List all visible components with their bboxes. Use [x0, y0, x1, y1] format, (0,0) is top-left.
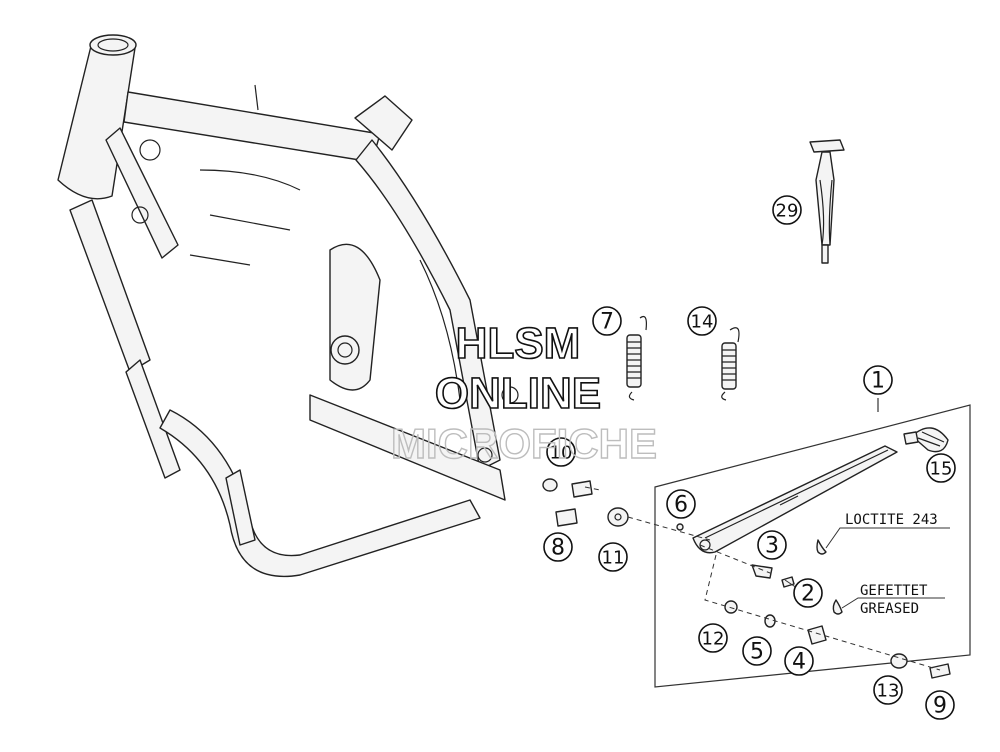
svg-text:1: 1 [871, 369, 885, 394]
down-tube [69, 199, 151, 373]
callout-2: 2 [793, 578, 823, 608]
part-10-ring [542, 478, 558, 492]
svg-text:12: 12 [702, 629, 725, 650]
callout-10: 10 [546, 437, 576, 467]
frame [57, 34, 519, 578]
callout-5: 5 [742, 636, 772, 666]
assembly-lines [584, 486, 941, 671]
part-8-bushing [555, 508, 578, 527]
part-15-foot [903, 427, 949, 453]
steering-head-top [89, 34, 137, 56]
svg-text:8: 8 [551, 536, 565, 561]
loose-parts [542, 478, 629, 527]
front-downtube-upper [105, 127, 179, 259]
note-greased: GREASED [860, 601, 919, 617]
callout-3: 3 [757, 530, 787, 560]
note-loctite: LOCTITE 243 [845, 512, 938, 528]
rear-loop [309, 394, 506, 501]
note-gefettet: GEFETTET [860, 583, 928, 599]
svg-text:14: 14 [691, 312, 714, 333]
svg-text:10: 10 [550, 443, 573, 464]
swingarm-plate [329, 243, 381, 391]
callout-9: 9 [925, 690, 955, 720]
assembly-box [654, 398, 971, 688]
svg-text:5: 5 [750, 640, 764, 665]
callout-12: 12 [698, 623, 728, 653]
svg-text:29: 29 [776, 201, 799, 222]
svg-text:3: 3 [765, 534, 779, 559]
svg-text:6: 6 [674, 493, 688, 518]
spring-14 [721, 327, 740, 401]
callout-6: 6 [666, 489, 696, 519]
part-12-oring [724, 600, 738, 614]
watermark-line3: MICROFICHE [391, 420, 657, 467]
top-bracket [354, 95, 413, 151]
callout-4: 4 [784, 646, 814, 676]
svg-text:4: 4 [792, 650, 806, 675]
svg-text:15: 15 [930, 459, 953, 480]
part-4-bushing [807, 625, 827, 645]
part-13-nut [890, 653, 908, 669]
part-3-bracket [751, 564, 773, 579]
loctite-drop [816, 539, 827, 555]
callout-29: 29 [772, 195, 802, 225]
callout-14: 14 [687, 306, 717, 336]
part-1-side-stand [692, 445, 898, 554]
part-6-ball [676, 523, 684, 531]
svg-text:9: 9 [933, 694, 947, 719]
watermark-line2: ONLINE [435, 369, 601, 418]
watermark-line1: HLSM [456, 319, 581, 368]
grease-drop [832, 599, 843, 615]
svg-text:13: 13 [877, 681, 900, 702]
part-5-oring [764, 614, 776, 628]
top-tube [123, 91, 381, 163]
part-9-bolt [929, 663, 951, 679]
callout-1: 1 [863, 365, 893, 395]
svg-text:2: 2 [801, 582, 815, 607]
part-10-bolt [571, 480, 593, 498]
callout-8: 8 [543, 532, 573, 562]
callout-11: 11 [598, 542, 628, 572]
callout-15: 15 [926, 453, 956, 483]
part-11-washer [607, 507, 629, 527]
spring-7 [626, 315, 647, 401]
part-29-tool [809, 139, 845, 264]
callout-13: 13 [873, 675, 903, 705]
svg-text:7: 7 [600, 310, 614, 335]
callout-7: 7 [592, 306, 622, 336]
svg-text:11: 11 [602, 548, 625, 569]
